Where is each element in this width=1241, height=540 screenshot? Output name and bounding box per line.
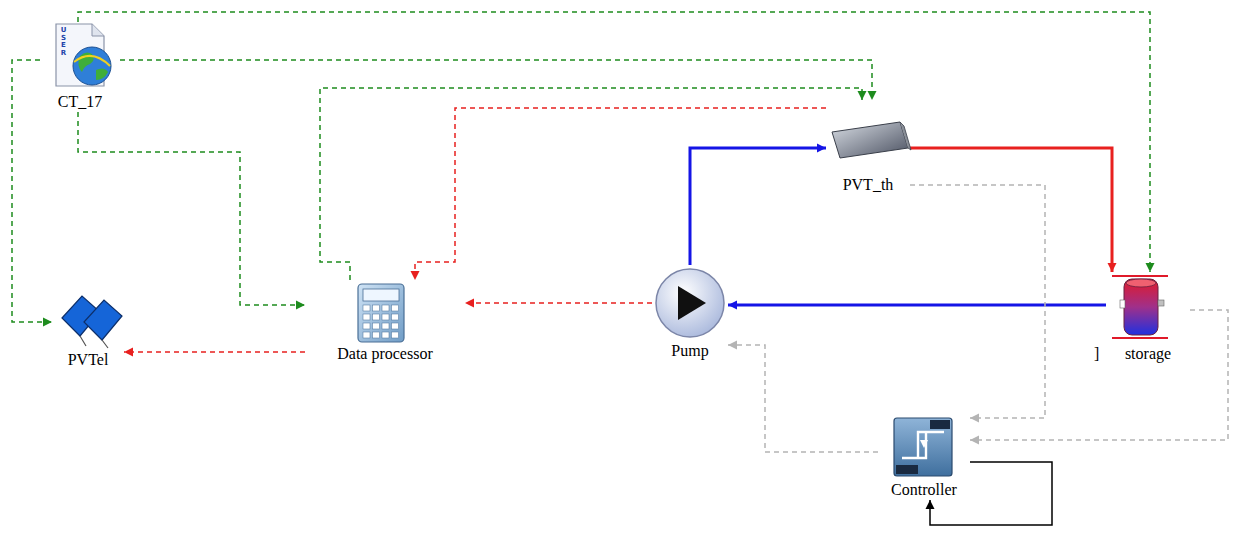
connector (970, 310, 1228, 440)
arrowhead (465, 299, 474, 308)
arrowhead (1146, 263, 1155, 272)
component-label: Controller (878, 480, 970, 500)
data-reader-node: CT_17 (40, 22, 120, 112)
calculator-key (392, 314, 399, 320)
component-label: Pump (652, 341, 728, 361)
arrowhead (817, 144, 826, 153)
icon-space (826, 100, 910, 175)
icon-text: USER (60, 27, 67, 58)
connector (415, 108, 826, 280)
connector (12, 60, 52, 322)
icon-space (52, 292, 124, 350)
connector (910, 185, 1045, 418)
arrowhead (411, 271, 420, 280)
connector (320, 88, 862, 280)
icon-space (40, 22, 120, 92)
arrowhead (868, 91, 877, 100)
component-label: CT_17 (40, 92, 120, 112)
pv-node: PVTel (52, 292, 124, 370)
connector (465, 302, 652, 304)
storage-node: storage (1106, 272, 1190, 364)
calculator-key (363, 314, 370, 320)
icon-space (305, 280, 465, 344)
arrowhead (296, 301, 305, 310)
component-label: PVTel (52, 350, 124, 370)
solar-collector-icon (832, 122, 911, 158)
calculator-key (392, 332, 399, 338)
calculator-key (392, 305, 399, 311)
connector (910, 148, 1112, 272)
icon-space (1106, 272, 1190, 344)
component-label: storage (1106, 344, 1190, 364)
processor-node: Data processor (305, 280, 465, 364)
calculator-key (363, 332, 370, 338)
calculator-key (382, 323, 389, 329)
connector (120, 60, 872, 100)
calculator-key (363, 305, 370, 311)
arrowhead (970, 436, 979, 445)
calculator-key (382, 314, 389, 320)
icon-space (652, 265, 728, 341)
controller-icon (894, 418, 952, 476)
weather-reader-icon (56, 24, 111, 86)
calculator-key (382, 332, 389, 338)
arrowhead (43, 318, 52, 327)
connector (690, 148, 826, 265)
connector (728, 345, 878, 452)
component-label: PVT_th (826, 175, 910, 195)
calculator-key (373, 305, 380, 311)
connector (78, 12, 1150, 272)
arrowhead (124, 348, 133, 357)
calculator-key (382, 305, 389, 311)
pump-icon (656, 269, 724, 337)
calculator-key (363, 323, 370, 329)
component-label: Data processor (305, 344, 465, 364)
connector (124, 351, 305, 353)
storage-tank-icon (1112, 276, 1168, 338)
arrowhead (728, 301, 737, 310)
arrowhead (728, 341, 737, 350)
icon-space (878, 412, 970, 480)
calculator-key (373, 323, 380, 329)
pv-panel-icon (62, 296, 122, 348)
calculator-key (373, 332, 380, 338)
connector (78, 112, 305, 305)
controller-node: Controller (878, 412, 970, 500)
calculator-key (392, 323, 399, 329)
collector-node: PVT_th (826, 100, 910, 195)
calculator-key (373, 314, 380, 320)
arrowhead (926, 500, 935, 509)
pump-node: Pump (652, 265, 728, 361)
stray-mark: ] (1094, 344, 1099, 364)
arrowhead (1108, 263, 1117, 272)
arrowhead (970, 414, 979, 423)
connector (728, 304, 1106, 307)
calculator-icon (358, 284, 404, 342)
arrowhead (858, 91, 867, 100)
